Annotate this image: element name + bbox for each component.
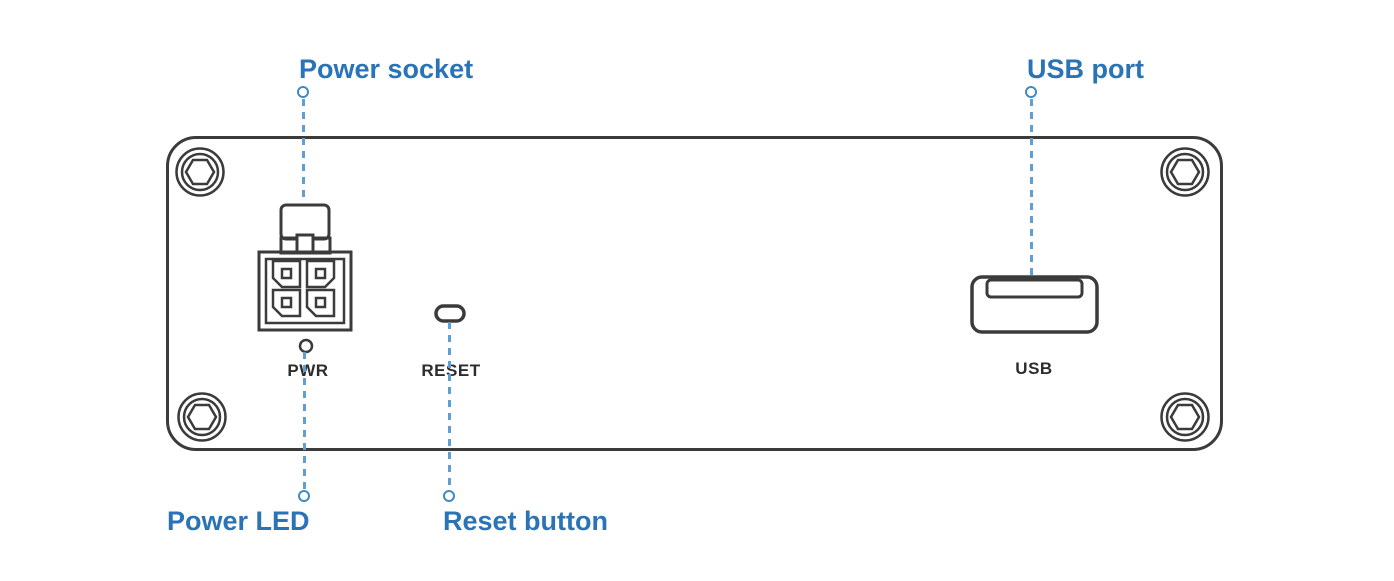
usb-port-connector xyxy=(970,275,1099,334)
reset-button-anchor-dot xyxy=(443,490,455,502)
power-socket-leader-line xyxy=(302,99,305,203)
screw-top-right-icon xyxy=(1160,147,1210,197)
power-socket-callout-label: Power socket xyxy=(299,54,474,84)
pwr-silkscreen-label: PWR xyxy=(287,361,329,380)
reset-button-leader-line xyxy=(448,322,451,491)
usb-port-callout-label: USB port xyxy=(1027,54,1144,84)
usb-port-anchor-dot xyxy=(1025,86,1037,98)
usb-port-leader-line xyxy=(1030,99,1033,276)
screw-top-left-icon xyxy=(175,147,225,197)
power-led-callout-label: Power LED xyxy=(167,506,310,536)
power-led-anchor-dot xyxy=(298,490,310,502)
power-led-leader-line xyxy=(303,352,306,491)
screw-bottom-left-icon xyxy=(177,392,227,442)
screw-bottom-right-icon xyxy=(1160,392,1210,442)
reset-pinhole xyxy=(434,304,466,323)
power-socket-anchor-dot xyxy=(297,86,309,98)
reset-button-callout-label: Reset button xyxy=(443,506,608,536)
power-socket-connector xyxy=(257,203,353,332)
reset-silkscreen-label: RESET xyxy=(421,361,481,380)
usb-silkscreen-label: USB xyxy=(1015,359,1053,378)
device-panel xyxy=(166,136,1223,451)
power-led-indicator xyxy=(298,338,314,354)
